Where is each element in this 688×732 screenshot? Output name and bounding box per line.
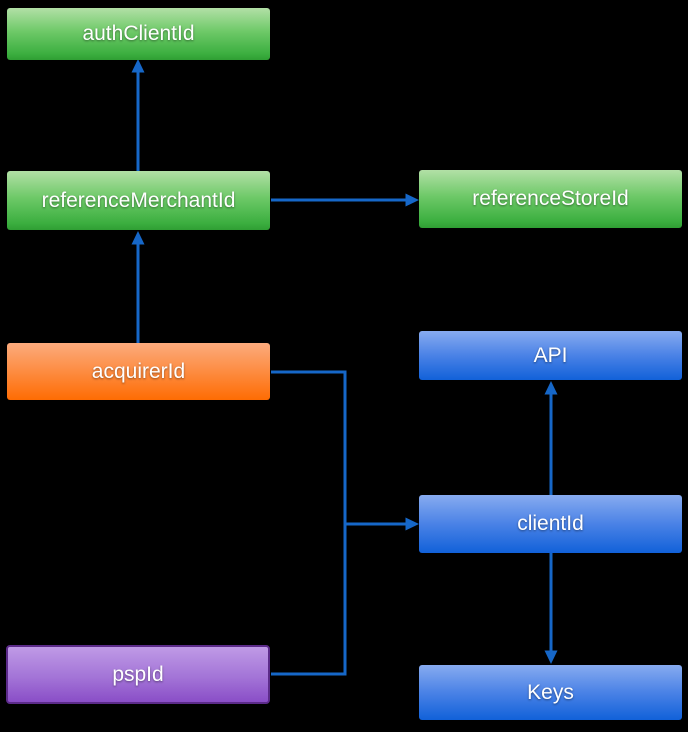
node-api-label: API [533, 343, 568, 367]
node-client-id: clientId [419, 495, 682, 553]
edge-clientId-to-Keys [544, 553, 558, 664]
edge-referenceMerchantId-to-referenceStoreId [271, 193, 419, 207]
edge-referenceMerchantId-to-authClientId [131, 59, 145, 171]
node-reference-store-id: referenceStoreId [419, 170, 682, 228]
edge-clientId-to-API [544, 381, 558, 495]
node-keys-label: Keys [527, 680, 574, 704]
node-acquirer-id: acquirerId [7, 343, 270, 400]
node-auth-client-id-label: authClientId [82, 22, 195, 45]
arrowhead-down-icon [544, 650, 558, 664]
node-keys: Keys [419, 665, 682, 720]
node-reference-merchant-id: referenceMerchantId [7, 171, 270, 230]
edge-acquirerId-pspId-to-clientId [271, 370, 419, 676]
arrowhead-right-icon [405, 517, 419, 531]
node-acquirer-id-label: acquirerId [91, 359, 186, 383]
node-client-id-label: clientId [517, 512, 584, 535]
arrowhead-up-icon [131, 59, 145, 73]
arrowhead-up-icon [131, 231, 145, 245]
edge-acquirerId-to-referenceMerchantId [131, 231, 145, 343]
node-reference-store-id-label: referenceStoreId [472, 187, 629, 210]
arrowhead-right-icon [405, 193, 419, 207]
node-psp-id: pspId [6, 645, 270, 704]
node-psp-id-label: pspId [112, 662, 164, 686]
node-api: API [419, 331, 682, 380]
node-auth-client-id: authClientId [7, 8, 270, 60]
node-reference-merchant-id-label: referenceMerchantId [41, 188, 236, 212]
arrowhead-up-icon [544, 381, 558, 395]
